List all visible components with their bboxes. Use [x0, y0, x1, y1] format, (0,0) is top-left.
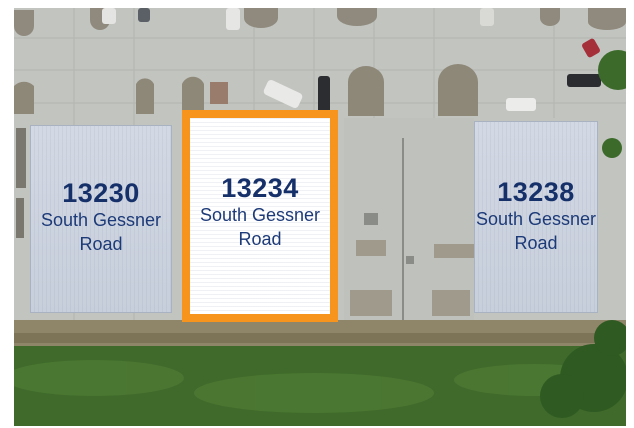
building-13230[interactable]: 13230 South Gessner Road: [30, 125, 172, 313]
building-label: 13234 South Gessner Road: [190, 173, 330, 251]
building-label: 13230 South Gessner Road: [31, 178, 171, 256]
building-13234-highlighted[interactable]: 13234 South Gessner Road: [182, 110, 338, 322]
building-street-line2: Road: [79, 234, 123, 254]
building-number: 13234: [221, 173, 299, 203]
building-street-line1: South Gessner: [40, 210, 162, 230]
building-street-line2: Road: [514, 233, 558, 253]
building-number: 13238: [497, 177, 575, 207]
building-13238[interactable]: 13238 South Gessner Road: [474, 121, 598, 313]
building-street-line1: South Gessner: [475, 209, 597, 229]
building-street-line1: South Gessner: [199, 205, 321, 225]
building-street-line2: Road: [238, 229, 282, 249]
building-label: 13238 South Gessner Road: [475, 177, 597, 255]
building-number: 13230: [62, 178, 140, 208]
